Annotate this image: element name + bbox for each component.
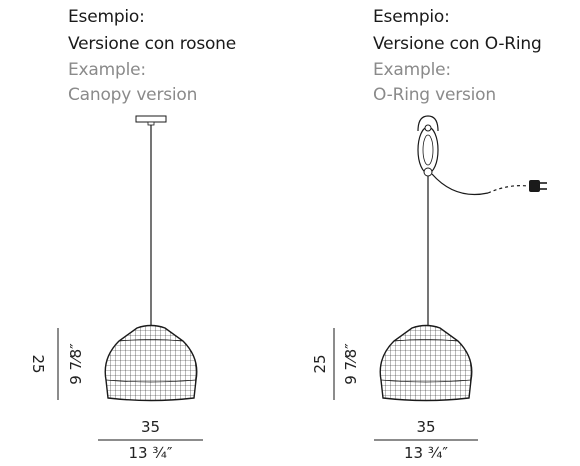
- left-label-en-1: Example:: [68, 60, 146, 80]
- left-label-it-2: Versione con rosone: [68, 34, 237, 54]
- canopy-lamp: [104, 115, 198, 402]
- canopy-plate: [135, 115, 167, 123]
- left-width-cm: 35: [140, 418, 161, 436]
- right-label-en-1: Example:: [373, 60, 451, 80]
- right-label-it-2: Versione con O-Ring: [373, 34, 542, 54]
- cable-ring: [423, 167, 433, 177]
- plug-icon: [529, 180, 547, 192]
- left-width-in: 13 ¾″: [128, 444, 173, 462]
- left-height-in: 9 7⁄8″: [67, 343, 85, 385]
- oring-loop: [417, 126, 439, 174]
- oring-hook: [417, 115, 439, 132]
- left-label-en-2: Canopy version: [68, 85, 198, 105]
- right-height-in: 9 7⁄8″: [342, 343, 360, 385]
- lamp-shade-left: [104, 324, 198, 402]
- left-label-it-1: Esempio:: [68, 7, 145, 27]
- right-width-in: 13 ¾″: [404, 444, 448, 462]
- right-width-cm: 35: [416, 418, 436, 436]
- oring-lamp: [379, 115, 547, 402]
- canopy-stem: [147, 121, 155, 126]
- right-height-cm: 25: [311, 354, 329, 374]
- lamp-shade-right: [379, 324, 473, 402]
- right-label-it-1: Esempio:: [373, 7, 450, 27]
- power-cable: [431, 173, 489, 196]
- right-label-en-2: O-Ring version: [373, 85, 496, 105]
- power-cable-dashed: [487, 185, 529, 194]
- left-height-cm: 25: [29, 354, 47, 374]
